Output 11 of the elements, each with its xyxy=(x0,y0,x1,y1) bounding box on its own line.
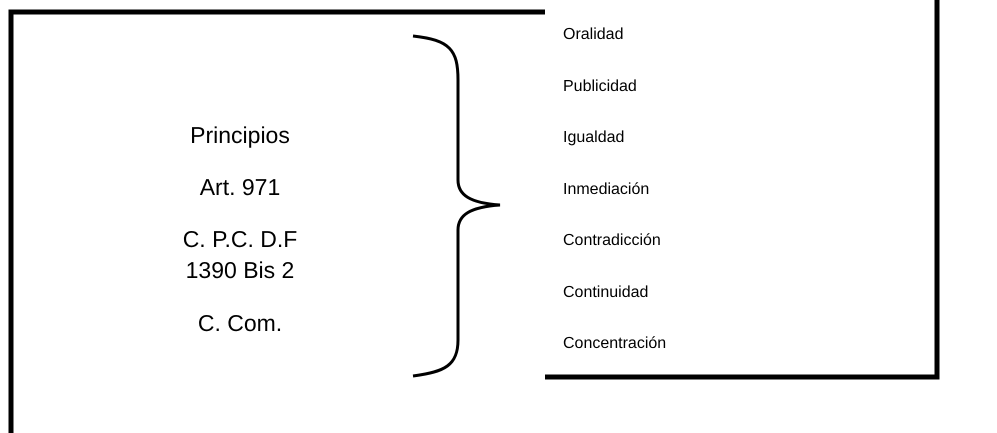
text-label: C. P.C. D.F 1390 Bis 2 xyxy=(182,225,298,285)
text-label: Contradicción xyxy=(563,232,661,250)
text-label: Publicidad xyxy=(563,78,637,96)
text-label: Continuidad xyxy=(563,284,648,302)
text-label: Oralidad xyxy=(563,26,624,44)
text-label: C. Com. xyxy=(196,309,284,338)
text-label: Concentración xyxy=(563,335,666,353)
text-label: Igualdad xyxy=(563,129,624,147)
text-label: Art. 971 xyxy=(198,173,282,202)
text-label: Inmediación xyxy=(563,180,650,198)
text-label: Principios xyxy=(189,121,291,150)
